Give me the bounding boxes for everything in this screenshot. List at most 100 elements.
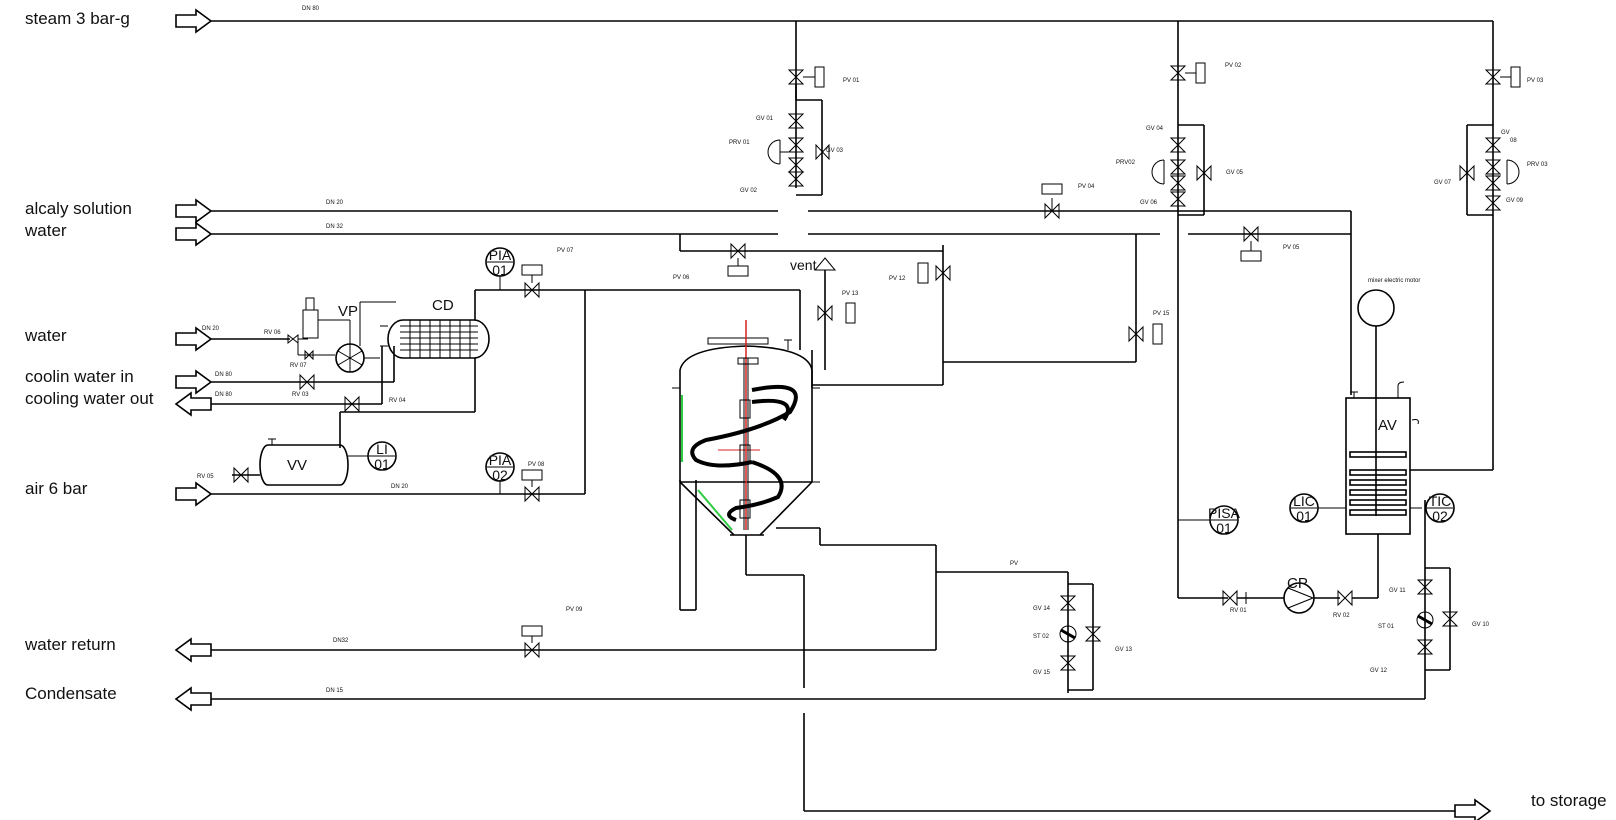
label-cd: CD [432,297,454,314]
line-size-cooling-in: DN 80 [215,372,233,378]
label-rv02: RV 02 [1333,613,1350,619]
water-distribution: PV 12 PV 15 [679,234,1170,363]
storage-line [803,713,1455,812]
stream-label-cooling-in: coolin water in [25,367,134,386]
condensate-line: DN 15 [211,500,1426,700]
inlet-arrow-water-1 [175,221,213,247]
label-pv: PV [1010,561,1018,567]
label-gv11: GV 11 [1389,588,1406,594]
label-pv09: PV 09 [566,607,583,613]
label-gv09: GV 09 [1506,198,1524,204]
vent-line: vent PV 13 [790,257,944,386]
label-gv14: GV 14 [1033,606,1051,612]
outlet-arrow-water-return [174,637,212,663]
inlet-arrow-air [175,481,213,507]
label-prv03: PRV 03 [1527,162,1548,168]
outlet-arrow-condensate [174,686,212,712]
label-gv01: GV 01 [756,116,774,122]
header-steam: DN 80 [211,6,1494,470]
stream-label-storage: to storage [1531,791,1607,810]
label-gv06: GV 06 [1140,200,1158,206]
li01-num: 01 [374,456,390,472]
label-gv02: GV 02 [740,188,758,194]
label-gv13: GV 13 [1115,647,1133,653]
label-rv01: RV 01 [1230,608,1247,614]
drain-manifold-left: PV GV 14 ST 02 GV 13 GV 15 [936,561,1133,693]
tic02-tag: TIC [1429,493,1452,509]
line-size-steam: DN 80 [302,6,320,12]
steam-branch-3: PV 03 GV 08 PRV 03 GV 07 GV 09 [1434,66,1548,216]
label-vp: VP [338,303,358,320]
label-rv06: RV 06 [264,330,281,336]
line-size-water-2: DN 20 [202,326,220,332]
pia02-num: 02 [492,467,508,483]
label-prv02: PRV02 [1116,160,1136,166]
label-pv07: PV 07 [557,248,574,254]
header-water: DN 32 [211,224,1351,235]
label-gv15: GV 15 [1033,670,1051,676]
label-vent: vent [790,257,817,273]
stream-label-water-return: water return [24,635,116,654]
vacuum-vessel: VV RV 05 [197,438,368,486]
label-pv03: PV 03 [1527,78,1544,84]
inlet-arrow-cooling-in [175,369,213,395]
label-rv03: RV 03 [292,392,309,398]
label-cp: CP [1287,575,1308,592]
label-gv12: GV 12 [1370,668,1388,674]
line-size-alcaly: DN 20 [326,200,344,206]
label-av: AV [1378,417,1397,434]
line-size-water-return: DN32 [333,638,349,644]
instrument-li01: LI 01 [367,441,397,472]
line-size-condensate: DN 15 [326,688,344,694]
pia01-num: 01 [492,262,508,278]
lic01-num: 01 [1296,508,1312,524]
steam-branch-2: PV 02 GV 04 PRV02 GV 05 GV 06 [1116,62,1244,216]
reactor [672,320,937,688]
label-gv05: GV 05 [1226,170,1244,176]
label-pv04: PV 04 [1078,184,1095,190]
inlet-arrow-water-2 [175,326,213,352]
label-rv07: RV 07 [290,363,307,369]
air-line: PV 08 DN 20 [211,290,586,503]
pressure-line-top: PV 07 PV 06 [475,248,801,350]
instrument-tic02: TIC 02 [1425,493,1455,524]
label-gv03: GV 03 [826,148,844,154]
drain-manifold-right: GV 11 ST 01 GV 10 GV 12 [1370,567,1490,674]
label-pv02: PV 02 [1225,63,1242,69]
pia02-tag: PIA [489,452,512,468]
label-pv08: PV 08 [528,462,545,468]
header-alcaly: DN 20 [211,200,1352,395]
label-pv01: PV 01 [843,78,860,84]
line-size-water-1: DN 32 [326,224,344,230]
lic01-tag: LIC [1293,493,1315,509]
pump-loop: CP RV 01 RV 02 [1177,215,1422,619]
label-pv13: PV 13 [842,291,859,297]
line-size-air: DN 20 [391,484,409,490]
av-vessel: mixer electric motor AV [1345,278,1493,535]
label-gv07: GV 07 [1434,180,1452,186]
label-st01: ST 01 [1378,624,1395,630]
valve-pv05: PV 05 [1240,225,1300,262]
label-pv06: PV 06 [673,275,690,281]
pisa01-num: 01 [1216,520,1232,536]
stream-label-water-2: water [24,326,67,345]
condenser-area: DN 20 RV 06 RV 07 VP CD [202,290,490,448]
inlet-arrow-alcaly [175,198,213,224]
label-vv: VV [287,457,307,474]
line-size-cooling-out: DN 80 [215,392,233,398]
label-motor: mixer electric motor [1368,278,1420,284]
water-return-line: PV 09 DN32 [211,572,937,659]
stream-label-water-1: water [24,221,67,240]
pisa01-tag: PISA [1208,505,1241,521]
label-pv15: PV 15 [1153,311,1170,317]
valve-pv04: PV 04 [1041,183,1095,220]
outlet-arrow-cooling-out [174,391,212,417]
label-rv05: RV 05 [197,474,214,480]
pia01-tag: PIA [489,247,512,263]
label-rv04: RV 04 [389,398,406,404]
label-gv04: GV 04 [1146,126,1164,132]
stream-label-air: air 6 bar [25,479,88,498]
label-pv12: PV 12 [889,276,906,282]
label-gv10: GV 10 [1472,622,1490,628]
